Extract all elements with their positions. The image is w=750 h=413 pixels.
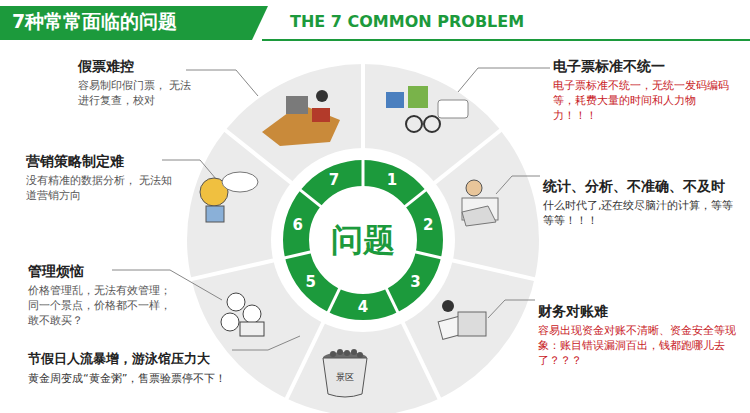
disk-separator	[402, 321, 440, 400]
problem-item: 节假日人流暴增，游泳馆压力大黄金周变成“黄金粥”，售票验票停不下！	[28, 350, 290, 386]
problem-heading: 节假日人流暴增，游泳馆压力大	[28, 350, 290, 368]
disk-separator	[189, 260, 275, 280]
subtitle: THE 7 COMMON PROBLEM	[290, 11, 524, 33]
bucket-label: 景区	[336, 372, 354, 383]
problem-heading: 财务对账难	[538, 302, 738, 320]
disk-separator	[286, 321, 324, 400]
segment-number: 3	[410, 273, 420, 291]
disk-separator	[451, 260, 537, 280]
ring-separator	[414, 252, 443, 259]
ring-separator	[283, 252, 312, 259]
segment-number: 7	[329, 171, 339, 189]
problem-body: 黄金周变成“黄金粥”，售票验票停不下！	[28, 371, 290, 386]
segment-number: 4	[358, 298, 368, 316]
problem-heading: 假票难控	[78, 57, 196, 75]
problem-item: 营销策略制定难没有精准的数据分析， 无法知道营销方向	[26, 152, 176, 203]
problem-item: 统计、分析、不准确、不及时什么时代了,还在绞尽脑汁的计算，等等等等！！！	[543, 177, 743, 228]
disk-separators	[189, 62, 536, 400]
problem-heading: 电子票标准不统一	[553, 57, 735, 75]
problem-item: 管理烦恼价格管理乱，无法有效管理；同一个景点，价格都不一样，敢不敢买？	[28, 262, 178, 328]
ring-separator	[299, 189, 322, 208]
center-label: 问题	[331, 221, 395, 259]
ring-separators	[283, 158, 443, 314]
ring-separator	[327, 287, 340, 314]
illustration-finance	[438, 300, 486, 339]
title-band: 7种常常面临的问题	[12, 8, 177, 34]
illustration-crowd-bucket	[323, 349, 367, 397]
problem-heading: 管理烦恼	[28, 262, 178, 280]
illustration-marketing	[200, 172, 258, 222]
ring-separator	[362, 158, 365, 188]
disk-separator	[361, 62, 365, 150]
problem-heading: 营销策略制定难	[26, 152, 176, 170]
center-circle: 问题	[311, 188, 415, 292]
problem-body: 电子票标准不统一，无统一发码编码等，耗费大量的时间和人力物力！！！	[553, 78, 735, 123]
segment-number: 6	[292, 216, 302, 234]
disk-separator	[433, 129, 502, 184]
ring-separator	[404, 189, 427, 208]
segment-number: 2	[423, 216, 433, 234]
problem-body: 容易制印假门票， 无法进行复查，校对	[78, 78, 196, 108]
header-rule	[262, 39, 750, 41]
segment-number: 5	[305, 273, 315, 291]
problem-body: 什么时代了,还在绞尽脑汁的计算，等等等等！！！	[543, 198, 743, 228]
ring-separator	[386, 287, 399, 314]
illustration-statistics	[462, 180, 498, 226]
illustration-eticket	[386, 86, 468, 132]
leader-lines	[112, 68, 550, 350]
illustration-management	[221, 293, 264, 336]
problem-item: 财务对账难容易出现资金对账不清晰、资金安全等现象：账目错误漏洞百出，钱都跑哪儿去…	[538, 302, 738, 368]
title: 7种常常面临的问题	[12, 8, 177, 34]
illustration-fake-ticket	[262, 90, 340, 146]
green-ring	[296, 173, 430, 307]
title-band	[0, 6, 268, 40]
problem-body: 没有精准的数据分析， 无法知道营销方向	[26, 173, 176, 203]
white-halo	[271, 148, 455, 332]
problem-item: 电子票标准不统一电子票标准不统一，无统一发码编码等，耗费大量的时间和人力物力！！…	[553, 57, 735, 123]
problem-item: 假票难控容易制印假门票， 无法进行复查，校对	[78, 57, 196, 108]
problem-body: 容易出现资金对账不清晰、资金安全等现象：账目错误漏洞百出，钱都跑哪儿去了？？？	[538, 323, 738, 368]
problem-body: 价格管理乱，无法有效管理；同一个景点，价格都不一样，敢不敢买？	[28, 283, 178, 328]
problem-heading: 统计、分析、不准确、不及时	[543, 177, 743, 195]
segment-number: 1	[387, 171, 397, 189]
